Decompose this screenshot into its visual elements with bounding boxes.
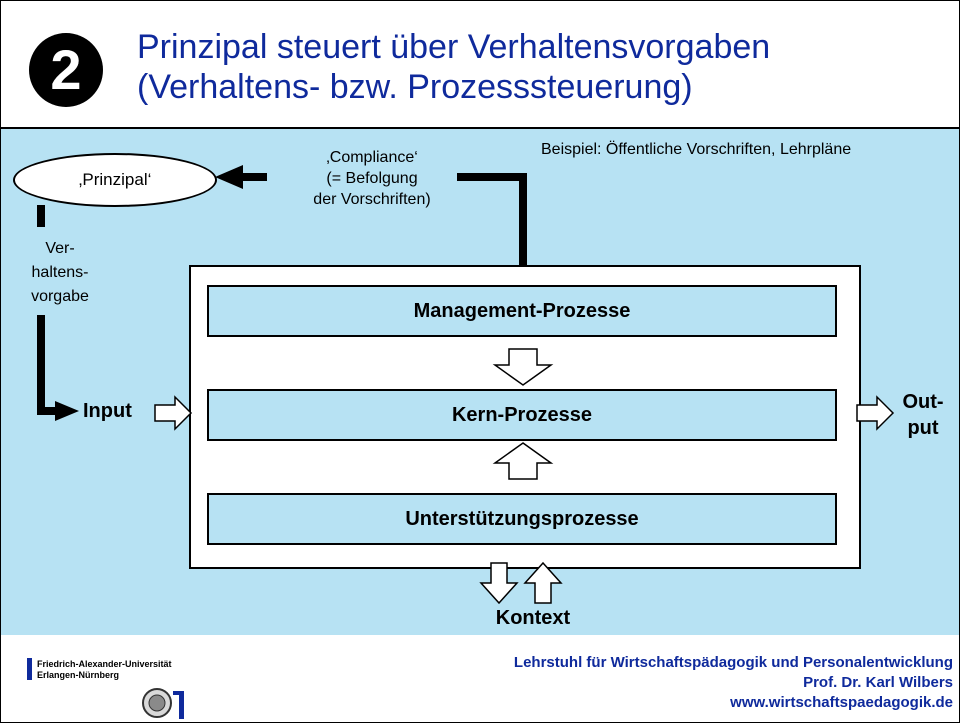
footer: Friedrich-Alexander-Universität Erlangen…	[1, 635, 959, 722]
support-processes-box: Unterstützungsprozesse	[207, 493, 837, 545]
behavior-specification-label: Ver- haltens- vorgabe	[15, 237, 105, 309]
compliance-label: ‚Compliance‘ (= Befolgung der Vorschrift…	[269, 147, 475, 210]
behavior-arrow-line-lower	[37, 315, 57, 415]
compliance-line-3: der Vorschriften)	[313, 191, 431, 208]
context-down-arrow	[479, 562, 519, 605]
compliance-line-1: ‚Compliance‘	[326, 149, 418, 166]
university-name-line-2: Erlangen-Nürnberg	[37, 670, 120, 680]
website-url: www.wirtschaftspaedagogik.de	[730, 694, 953, 711]
management-processes-box: Management-Prozesse	[207, 285, 837, 337]
title-area: 2 Prinzipal steuert über Verhaltensvorga…	[1, 1, 959, 127]
behavior-line-3: vorgabe	[31, 288, 89, 305]
context-up-arrow	[523, 561, 563, 604]
example-label: Beispiel: Öffentliche Vorschriften, Lehr…	[541, 141, 852, 158]
core-processes-box: Kern-Prozesse	[207, 389, 837, 441]
behavior-line-2: haltens-	[31, 264, 89, 281]
behavior-arrowhead	[55, 401, 79, 421]
output-line-1: Out-	[902, 391, 944, 413]
behavior-line-1: Ver-	[45, 240, 75, 257]
professor-name: Prof. Dr. Karl Wilbers	[803, 674, 953, 691]
output-line-2: put	[907, 417, 939, 439]
compliance-arrowhead	[215, 165, 243, 189]
slide-title: Prinzipal steuert über Verhaltensvorgabe…	[137, 27, 770, 107]
compliance-line-2: (= Befolgung	[326, 170, 418, 187]
support-to-core-arrow	[492, 442, 554, 480]
university-name-line-1: Friedrich-Alexander-Universität	[37, 659, 172, 669]
context-label: Kontext	[495, 607, 571, 629]
title-line-2: (Verhaltens- bzw. Prozesssteuerung)	[137, 68, 693, 106]
diagram-arrows	[37, 165, 895, 605]
input-label: Input	[83, 400, 132, 422]
input-hollow-arrow	[154, 395, 193, 431]
output-hollow-arrow	[856, 395, 895, 431]
diagram-area: ‚Prinzipal‘ ‚Compliance‘ (= Befolgung de…	[1, 127, 959, 637]
principal-ellipse: ‚Prinzipal‘	[13, 153, 217, 207]
compliance-arrow-line	[457, 173, 527, 265]
output-label: Out- put	[893, 389, 953, 441]
footer-credits: Lehrstuhl für Wirtschaftspädagogik und P…	[514, 653, 953, 713]
slide-number-badge: 2	[29, 33, 103, 107]
chair-name: Lehrstuhl für Wirtschaftspädagogik und P…	[513, 654, 953, 671]
university-logo-bar	[27, 658, 32, 680]
organization-box: Management-Prozesse Kern-Prozesse Unters…	[189, 265, 861, 569]
university-logo-text: Friedrich-Alexander-Universität Erlangen…	[37, 659, 172, 681]
title-line-1: Prinzipal steuert über Verhaltensvorgabe…	[137, 28, 771, 66]
university-seal-icon	[142, 688, 184, 719]
management-to-core-arrow	[492, 348, 554, 386]
